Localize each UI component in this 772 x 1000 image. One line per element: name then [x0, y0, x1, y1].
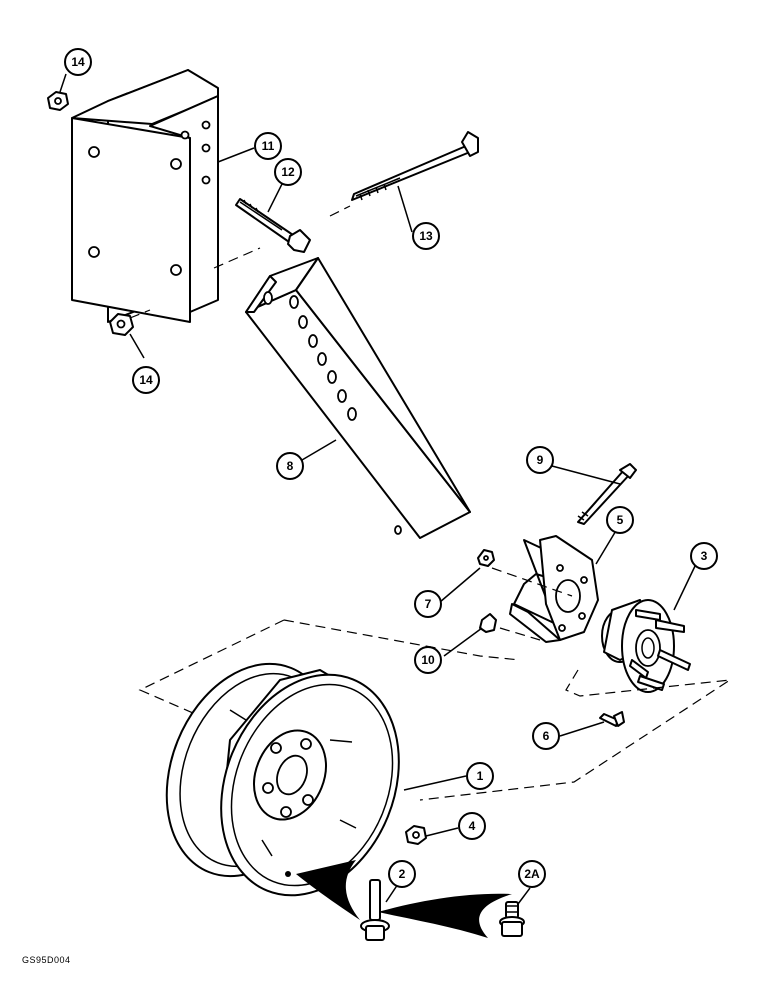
svg-text:13: 13: [419, 229, 433, 243]
svg-text:4: 4: [469, 819, 476, 833]
callout-8: 8: [276, 452, 304, 480]
svg-text:11: 11: [262, 139, 275, 153]
valve-stem: [360, 879, 390, 941]
callout-13: 13: [412, 222, 440, 250]
svg-text:2A: 2A: [524, 867, 540, 881]
wheel-hub: [601, 599, 691, 693]
nut-bottom: [109, 313, 134, 336]
mounting-bracket: [71, 69, 219, 323]
svg-text:7: 7: [425, 597, 432, 611]
callout-12: 12: [274, 158, 302, 186]
svg-text:3: 3: [701, 549, 708, 563]
callout-14-top: 14: [64, 48, 92, 76]
nut-top: [47, 91, 69, 111]
nut-7: [477, 549, 495, 567]
bolt-short: [235, 198, 311, 253]
wheel-nut: [405, 825, 427, 845]
callout-1: 1: [466, 762, 494, 790]
svg-text:8: 8: [287, 459, 294, 473]
valve-wedge-left: [296, 860, 360, 920]
bolt-6: [599, 711, 625, 727]
svg-text:12: 12: [281, 165, 295, 179]
svg-text:10: 10: [421, 653, 435, 667]
svg-text:14: 14: [139, 373, 153, 387]
callout-2: 2: [388, 860, 416, 888]
svg-text:9: 9: [537, 453, 544, 467]
callout-3: 3: [690, 542, 718, 570]
nut-10: [479, 613, 497, 633]
callout-7: 7: [414, 590, 442, 618]
callout-10: 10: [414, 646, 442, 674]
svg-text:2: 2: [399, 867, 406, 881]
wheel-rim: [165, 662, 400, 897]
bolt-long: [351, 131, 479, 201]
valve-stem-alt: [499, 901, 525, 937]
figure-reference-code: GS95D004: [22, 955, 71, 965]
callout-9: 9: [526, 446, 554, 474]
square-tube: [245, 257, 471, 539]
callout-6: 6: [532, 722, 560, 750]
callout-2a: 2A: [518, 860, 546, 888]
svg-text:6: 6: [543, 729, 550, 743]
valve-wedge-right: [378, 893, 512, 938]
callout-4: 4: [458, 812, 486, 840]
svg-text:5: 5: [617, 513, 624, 527]
callout-11: 11: [254, 132, 282, 160]
svg-text:14: 14: [71, 55, 85, 69]
spindle-bracket: [509, 535, 599, 643]
callout-14-bottom: 14: [132, 366, 160, 394]
svg-text:1: 1: [477, 769, 484, 783]
callout-5: 5: [606, 506, 634, 534]
